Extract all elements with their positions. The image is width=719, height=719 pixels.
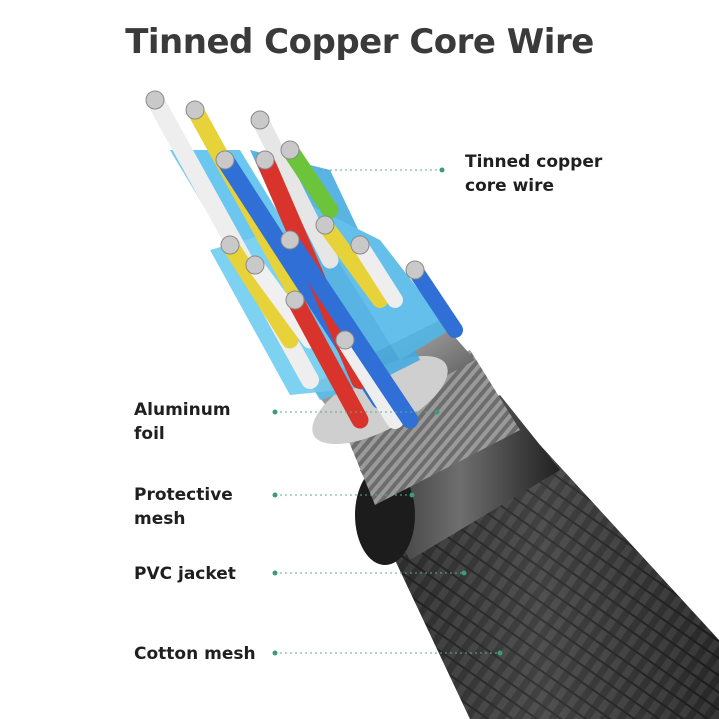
label-line: Protective xyxy=(134,485,233,505)
label-line: foil xyxy=(134,424,165,444)
label-line: Tinned copper xyxy=(465,152,603,172)
wire-red-2 xyxy=(286,291,369,429)
label-aluminum-foil: Aluminum foil xyxy=(134,398,231,446)
label-tinned-copper-core: Tinned copper core wire xyxy=(465,150,602,198)
label-line: core wire xyxy=(465,176,555,196)
wire-yellow-2 xyxy=(221,236,299,349)
copper-strand-tips xyxy=(145,90,425,350)
wire-yellow-3 xyxy=(317,217,388,308)
label-line: mesh xyxy=(134,509,186,529)
protective-mesh xyxy=(340,350,520,505)
label-line: Aluminum xyxy=(134,400,231,420)
label-protective-mesh: Protective mesh xyxy=(134,483,233,531)
wire-green-1 xyxy=(281,141,339,219)
wire-white-2 xyxy=(251,111,339,269)
wire-white-4 xyxy=(336,331,404,429)
page-title: Tinned Copper Core Wire xyxy=(125,22,594,62)
wire-blue-3 xyxy=(407,262,463,338)
label-cotton-mesh: Cotton mesh xyxy=(134,644,256,664)
wire-white-5 xyxy=(352,237,403,308)
leader-lines xyxy=(272,167,503,656)
wire-blue-2 xyxy=(281,231,419,429)
label-pvc-jacket: PVC jacket xyxy=(134,564,236,584)
